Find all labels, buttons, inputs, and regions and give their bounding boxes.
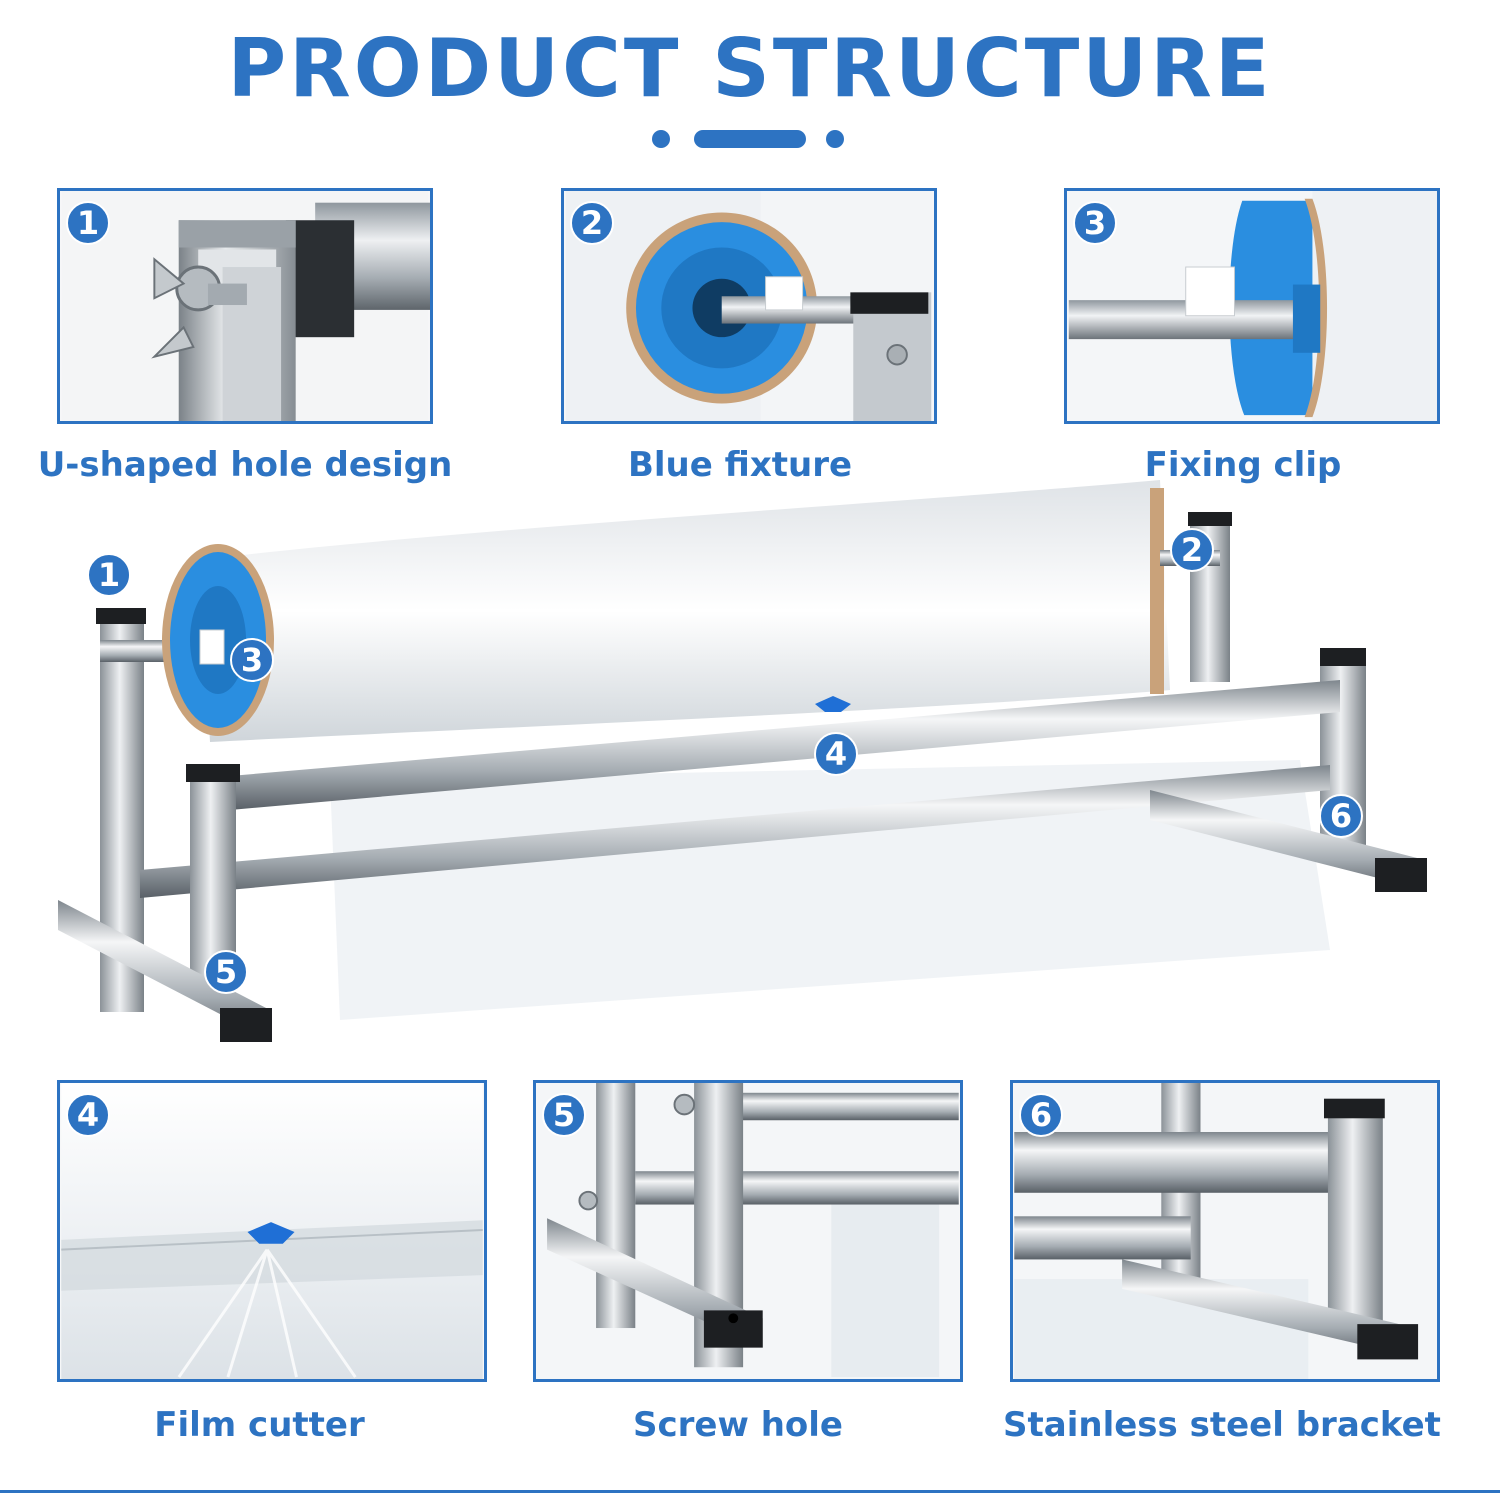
feature-caption: Screw hole — [633, 1405, 843, 1445]
screw-hole-illustration — [537, 1083, 959, 1379]
product-hero-illustration: 1 2 3 4 5 6 — [40, 480, 1460, 1070]
feature-panel-u-shaped-hole: 1 — [57, 188, 433, 424]
feature-number-badge: 2 — [570, 201, 614, 245]
hero-callout-badge: 6 — [1319, 794, 1363, 838]
title-divider — [652, 130, 852, 150]
feature-panel-blue-fixture: 2 — [561, 188, 937, 424]
hero-callout-badge: 2 — [1170, 528, 1214, 572]
bottom-divider — [0, 1490, 1500, 1493]
film-dispenser-drawing — [58, 480, 1427, 1042]
feature-number-badge: 5 — [542, 1093, 586, 1137]
feature-caption: Blue fixture — [627, 445, 853, 485]
feature-panel-screw-hole: 5 — [533, 1080, 963, 1382]
feature-caption: U-shaped hole design — [37, 445, 453, 485]
feature-caption: Film cutter — [154, 1405, 365, 1445]
divider-dot — [652, 130, 670, 148]
hero-callout-badge: 4 — [814, 732, 858, 776]
feature-number-badge: 6 — [1019, 1093, 1063, 1137]
feature-caption: Stainless steel bracket — [1003, 1405, 1441, 1445]
feature-panel-stainless-steel-bracket: 6 — [1010, 1080, 1440, 1382]
feature-caption: Fixing clip — [1144, 445, 1342, 485]
hero-callout-badge: 1 — [87, 553, 131, 597]
feature-panel-fixing-clip: 3 — [1064, 188, 1440, 424]
feature-number-badge: 3 — [1073, 201, 1117, 245]
page-title: PRODUCT STRUCTURE — [227, 22, 1273, 115]
feature-panel-film-cutter: 4 — [57, 1080, 487, 1382]
divider-bar — [694, 130, 806, 148]
feature-number-badge: 1 — [66, 201, 110, 245]
fixing-clip-illustration — [1068, 191, 1437, 421]
stainless-bracket-illustration — [1014, 1083, 1436, 1379]
blue-fixture-illustration — [565, 191, 933, 421]
divider-dot — [826, 130, 844, 148]
feature-number-badge: 4 — [66, 1093, 110, 1137]
hero-callout-badge: 3 — [230, 638, 274, 682]
u-shaped-hole-illustration — [61, 191, 430, 421]
film-cutter-illustration — [61, 1083, 483, 1379]
hero-callout-badge: 5 — [204, 950, 248, 994]
